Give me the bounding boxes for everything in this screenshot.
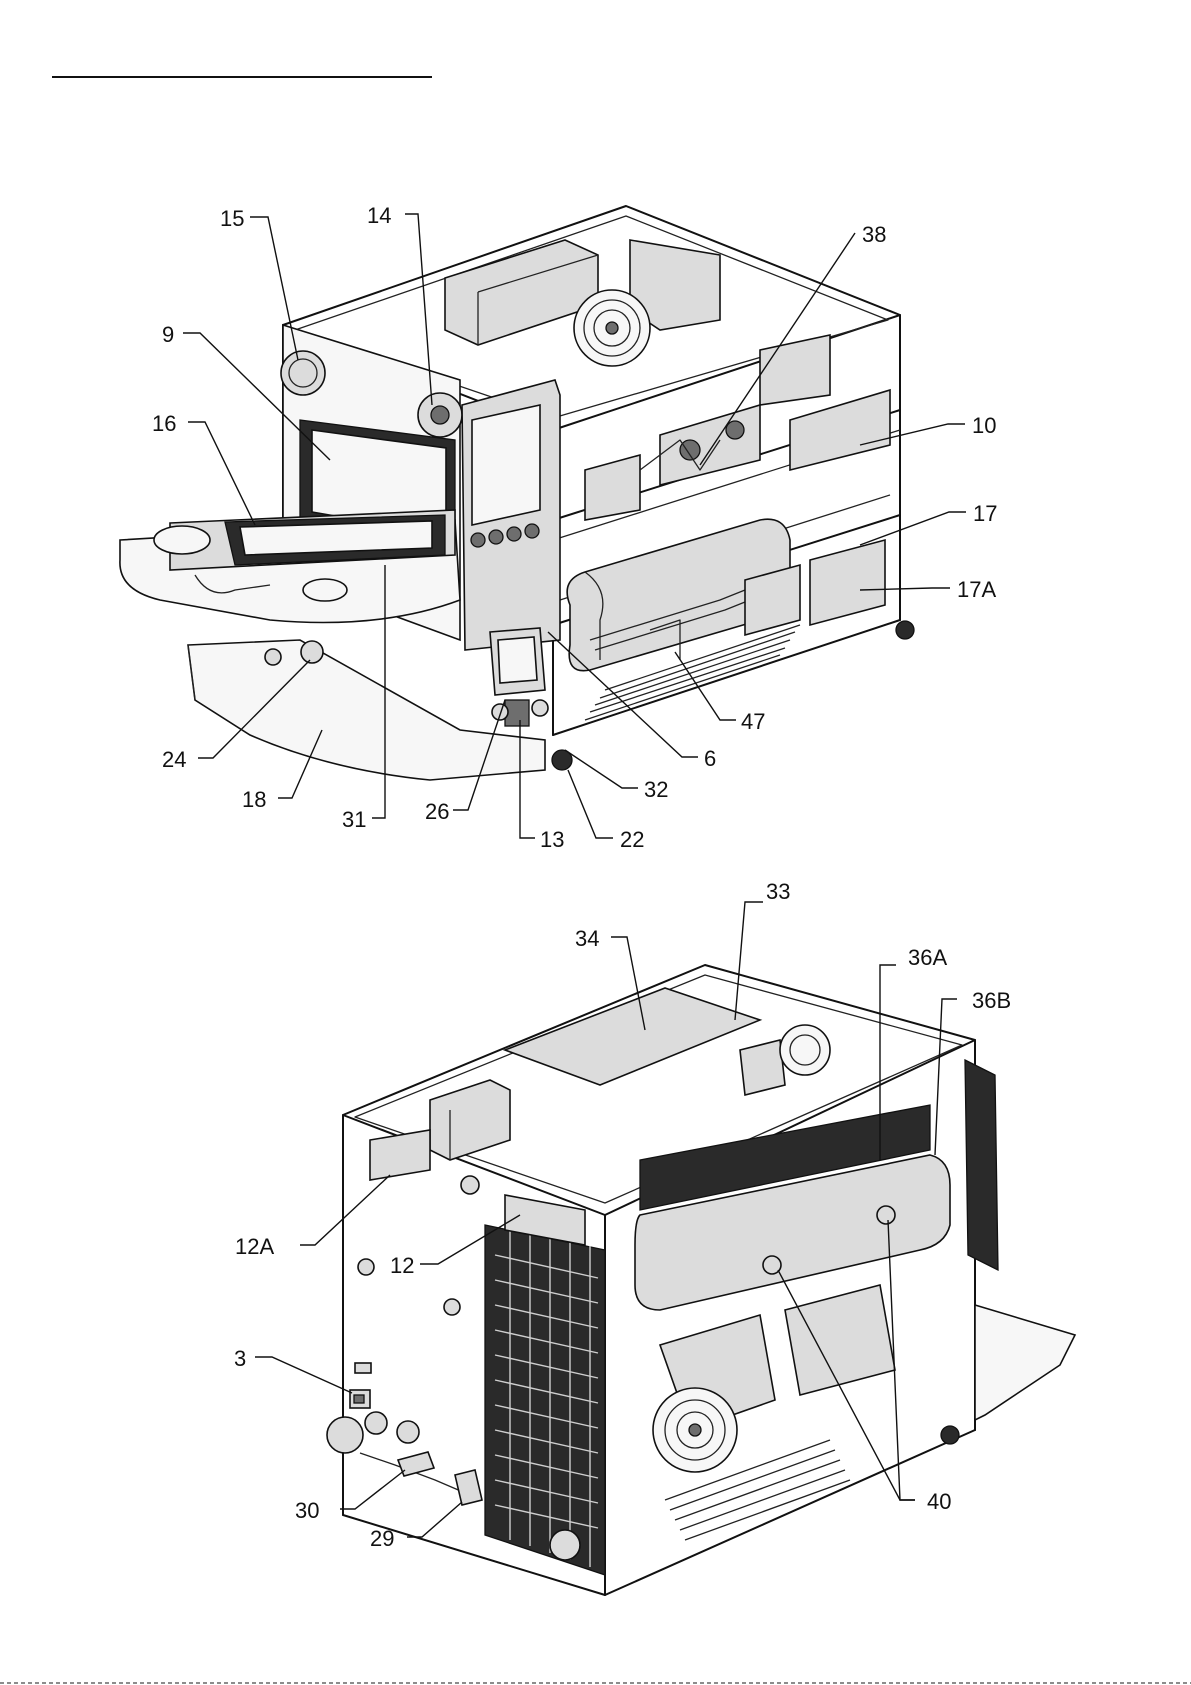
label-12: 12 (390, 1253, 414, 1278)
label-38: 38 (862, 222, 886, 247)
label-29: 29 (370, 1526, 394, 1551)
label-22: 22 (620, 827, 644, 852)
label-15: 15 (220, 206, 244, 231)
label-33: 33 (766, 879, 790, 904)
label-30: 30 (295, 1498, 319, 1523)
label-36A: 36A (908, 945, 947, 970)
label-47: 47 (741, 709, 765, 734)
fitting-29 (455, 1470, 482, 1505)
fitting-30 (398, 1452, 434, 1476)
foot-bottom (550, 1530, 580, 1560)
connector-12A (370, 1130, 430, 1180)
label-31: 31 (342, 807, 366, 832)
label-34: 34 (575, 926, 599, 951)
label-9: 9 (162, 322, 174, 347)
label-24: 24 (162, 747, 186, 772)
label-6: 6 (704, 746, 716, 771)
label-32: 32 (644, 777, 668, 802)
label-36B: 36B (972, 988, 1011, 1013)
plate-34 (505, 988, 760, 1085)
bottom-assembly (327, 965, 1075, 1595)
label-13: 13 (540, 827, 564, 852)
label-26: 26 (425, 799, 449, 824)
label-12A: 12A (235, 1234, 274, 1259)
label-40: 40 (927, 1489, 951, 1514)
label-14: 14 (367, 203, 391, 228)
door-bottom (975, 1305, 1075, 1420)
label-17: 17 (973, 501, 997, 526)
drain-24 (301, 641, 323, 663)
label-3: 3 (234, 1346, 246, 1371)
port-40-b (877, 1206, 895, 1224)
label-16: 16 (152, 411, 176, 436)
label-10: 10 (972, 413, 996, 438)
port-15 (281, 351, 325, 395)
label-18: 18 (242, 787, 266, 812)
label-17A: 17A (957, 577, 996, 602)
